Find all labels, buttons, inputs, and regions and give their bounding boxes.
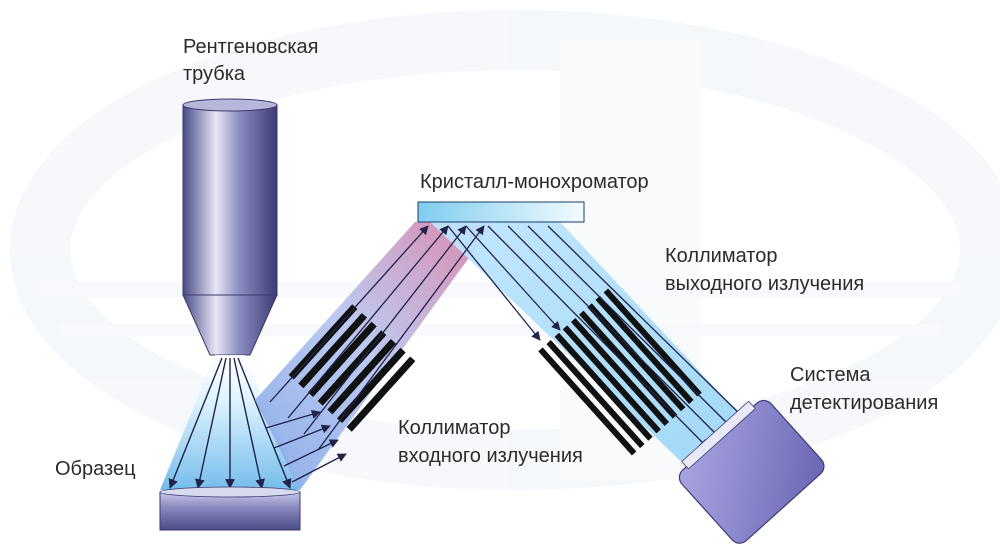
output-collimator (538, 288, 702, 456)
collimator-slat (336, 347, 406, 424)
sample-label: Образец (55, 458, 136, 480)
collimator-slat (570, 317, 670, 427)
incoming-beam (255, 222, 495, 490)
input-collimator-label-line2: входного излучения (398, 445, 583, 467)
tube-top (182, 98, 278, 112)
detection-label-line1: Система (790, 364, 871, 386)
tube-nozzle (182, 294, 278, 356)
collimator-slat (603, 288, 702, 397)
incoming-beam-arrows (265, 225, 485, 483)
collimator-slat (317, 330, 387, 406)
collimator-slat (538, 347, 637, 456)
collimator-slat (307, 321, 377, 397)
collimator-slat (298, 312, 368, 389)
collimator-slat (554, 332, 653, 441)
tube-beam-arrows (168, 357, 292, 489)
outgoing-beam-arrows (447, 225, 745, 449)
tube-label-line2: трубка (183, 63, 246, 85)
tube-label-line1: Рентгеновская (183, 36, 318, 58)
output-collimator-label-line2: выходного излучения (665, 273, 864, 295)
crystal-monochromator (417, 201, 585, 223)
detector-window (681, 400, 756, 470)
collimator-slat (595, 295, 694, 404)
output-collimator-label-line1: Коллиматор (665, 245, 777, 267)
crystal-label: Кристалл-монохроматор (420, 171, 649, 193)
collimator-slat (346, 356, 416, 432)
detector (678, 399, 825, 544)
sample (159, 486, 301, 531)
xray-tube (182, 98, 278, 356)
input-collimator-label-line1: Коллиматор (398, 417, 510, 439)
detection-label-line2: детектирования (790, 392, 938, 414)
collimator-slat (562, 325, 661, 434)
tube-body (182, 104, 278, 296)
collimator-slat (546, 340, 645, 449)
collimator-slat (327, 339, 397, 415)
